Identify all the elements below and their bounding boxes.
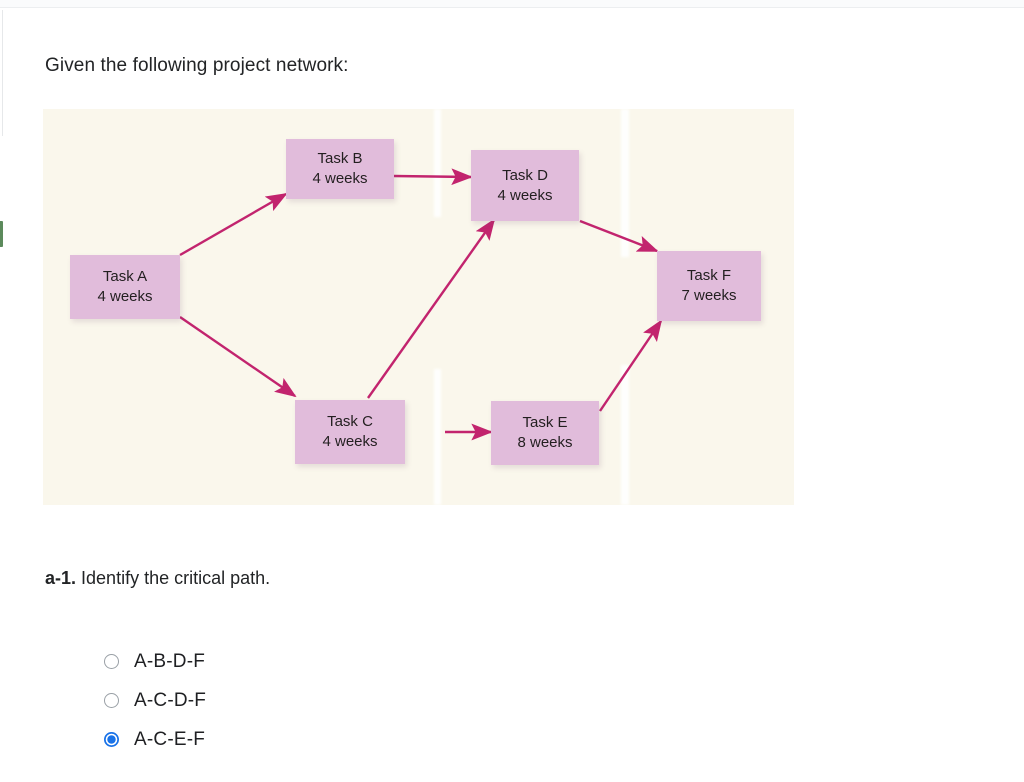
radio-a-c-e-f[interactable] — [104, 732, 119, 747]
task-node-f-name: Task F — [686, 267, 732, 285]
option-row-a-b-d-f[interactable]: A-B-D-F — [104, 642, 504, 681]
option-row-a-c-e-f[interactable]: A-C-E-F — [104, 720, 504, 759]
task-node-f-duration: 7 weeks — [681, 287, 737, 304]
task-node-b: Task B 4 weeks — [286, 139, 394, 199]
question-number: a-1. — [45, 568, 77, 588]
edge-a-to-c — [179, 316, 297, 398]
task-node-d-name: Task D — [502, 166, 548, 184]
task-node-a: Task A 4 weeks — [70, 255, 180, 319]
task-node-d: Task D 4 weeks — [471, 150, 579, 221]
option-row-a-c-d-f[interactable]: A-C-D-F — [104, 681, 504, 720]
task-node-e: Task E 8 weeks — [491, 401, 599, 465]
scan-artifact-streak — [621, 365, 629, 505]
scan-artifact-streak — [621, 109, 629, 257]
page-top-chrome-strip — [0, 0, 1024, 8]
page-left-edge-line — [2, 10, 3, 136]
edge-e-to-f — [599, 319, 663, 412]
task-node-d-duration: 4 weeks — [497, 186, 553, 204]
prompt-text: Given the following project network: — [45, 55, 349, 76]
task-node-e-name: Task E — [522, 414, 568, 432]
scan-artifact-streak — [434, 109, 441, 217]
radio-a-b-d-f[interactable] — [104, 654, 119, 669]
task-node-f: Task F 7 weeks — [657, 251, 761, 321]
left-green-indicator — [0, 221, 3, 247]
answer-options-group[interactable]: A-B-D-F A-C-D-F A-C-E-F — [104, 642, 504, 759]
radio-a-c-d-f[interactable] — [104, 693, 119, 708]
edge-b-to-d — [393, 168, 473, 186]
question-text: a-1. Identify the critical path. — [45, 566, 270, 591]
task-node-e-duration: 8 weeks — [517, 434, 573, 451]
diagram-arrows-layer — [179, 168, 663, 441]
task-node-c-name: Task C — [327, 413, 373, 431]
question-prompt: Identify the critical path. — [76, 568, 271, 588]
edge-c-to-d — [367, 218, 496, 399]
edge-d-to-f — [579, 219, 659, 253]
task-node-b-name: Task B — [317, 150, 363, 168]
option-label-a-c-d-f: A-C-D-F — [134, 689, 207, 711]
task-node-b-duration: 4 weeks — [312, 170, 368, 187]
task-node-c: Task C 4 weeks — [295, 400, 405, 464]
task-node-c-duration: 4 weeks — [322, 433, 378, 450]
edge-a-to-b — [179, 192, 288, 257]
option-label-a-b-d-f: A-B-D-F — [134, 650, 206, 672]
scan-artifact-streak — [434, 369, 441, 505]
option-label-a-c-e-f: A-C-E-F — [134, 728, 206, 750]
project-network-diagram: Task A 4 weeks Task B 4 weeks Task C 4 w… — [43, 109, 794, 505]
task-node-a-duration: 4 weeks — [97, 288, 153, 305]
task-node-a-name: Task A — [102, 268, 148, 286]
